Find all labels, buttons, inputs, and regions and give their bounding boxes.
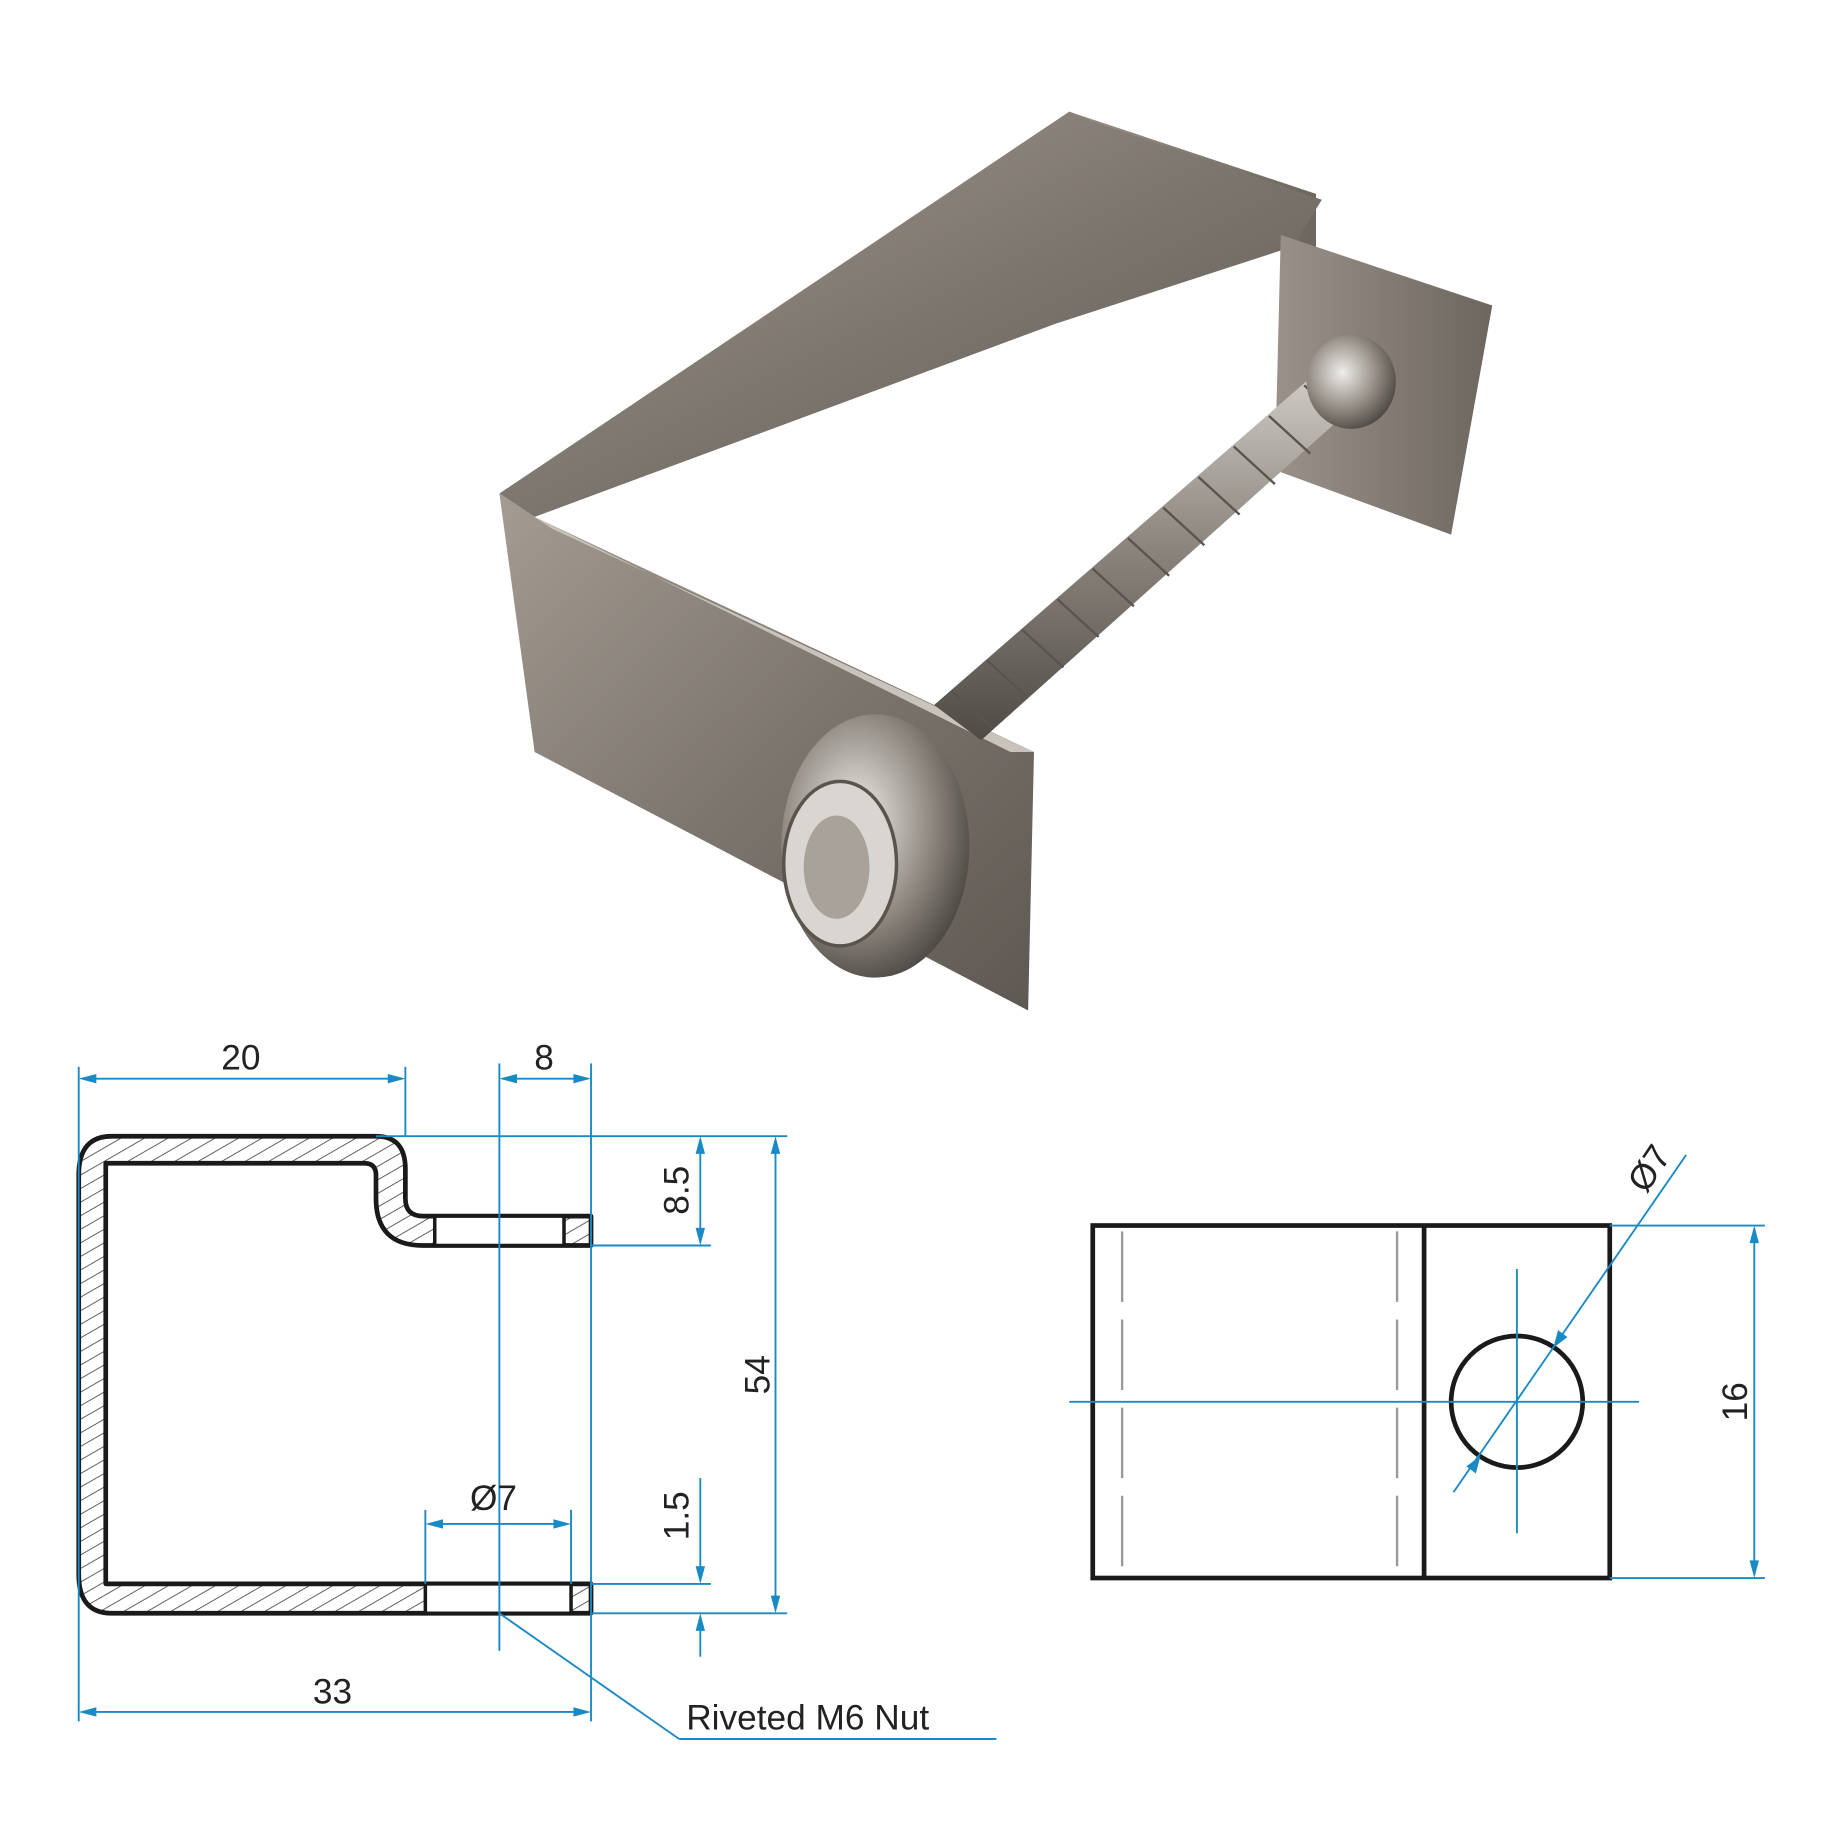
riveted-nut-hole xyxy=(803,815,870,919)
hidden-lines xyxy=(1120,1231,1399,1573)
front-dim-height: 16 xyxy=(1716,1382,1755,1421)
dim-thickness: 1.5 xyxy=(658,1491,697,1540)
dim-tab-height: 8.5 xyxy=(658,1166,697,1215)
dim-total-height: 54 xyxy=(739,1355,778,1394)
bottom-tab-hole xyxy=(423,1582,573,1616)
threaded-bolt xyxy=(934,352,1375,741)
bracket-opening xyxy=(534,323,1064,611)
dim-top-width: 20 xyxy=(221,1038,260,1077)
dim-total-width: 33 xyxy=(313,1673,352,1712)
back-nut xyxy=(1306,334,1396,429)
front-dimension-arrows xyxy=(1466,1225,1759,1579)
side-view-drawing: 20 8 8.5 54 Ø7 1.5 33 Riveted M6 Nut xyxy=(76,1038,997,1740)
dimension-arrows xyxy=(78,1073,781,1717)
dim-hole-diameter: Ø7 xyxy=(470,1479,517,1518)
bracket-top-plate xyxy=(499,111,1322,517)
front-dim-hole-diameter: Ø7 xyxy=(1620,1138,1679,1199)
dim-tab-width: 8 xyxy=(534,1038,554,1077)
profile-section xyxy=(76,1133,594,1616)
front-dimension-lines xyxy=(1069,1154,1765,1579)
front-view-drawing: Ø7 16 xyxy=(1069,1138,1765,1581)
product-photo xyxy=(499,111,1493,1011)
callout-riveted-nut: Riveted M6 Nut xyxy=(686,1699,929,1738)
